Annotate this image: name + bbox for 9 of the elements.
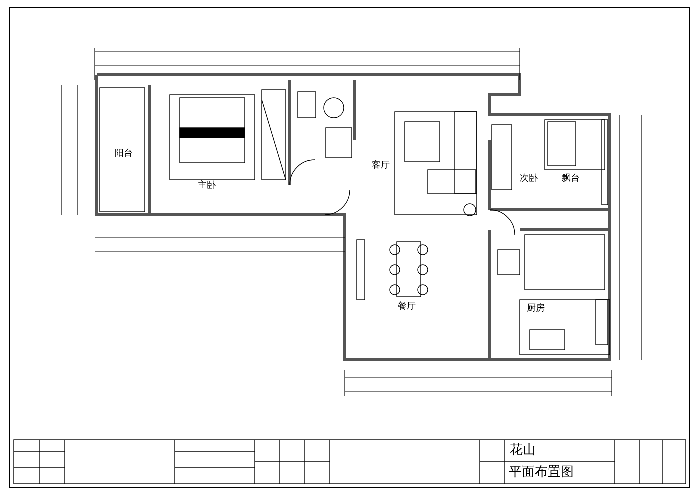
project-name: 花山 xyxy=(510,444,536,457)
room-label: 客厅 xyxy=(372,162,390,171)
room-label: 飘台 xyxy=(562,175,580,184)
room-label: 次卧 xyxy=(520,175,538,184)
room-label: 厨房 xyxy=(527,305,545,314)
room-label: 阳台 xyxy=(115,150,133,159)
room-label: 主卧 xyxy=(198,182,216,191)
drawing-title: 平面布置图 xyxy=(509,466,574,479)
room-label: 餐厅 xyxy=(398,303,416,312)
